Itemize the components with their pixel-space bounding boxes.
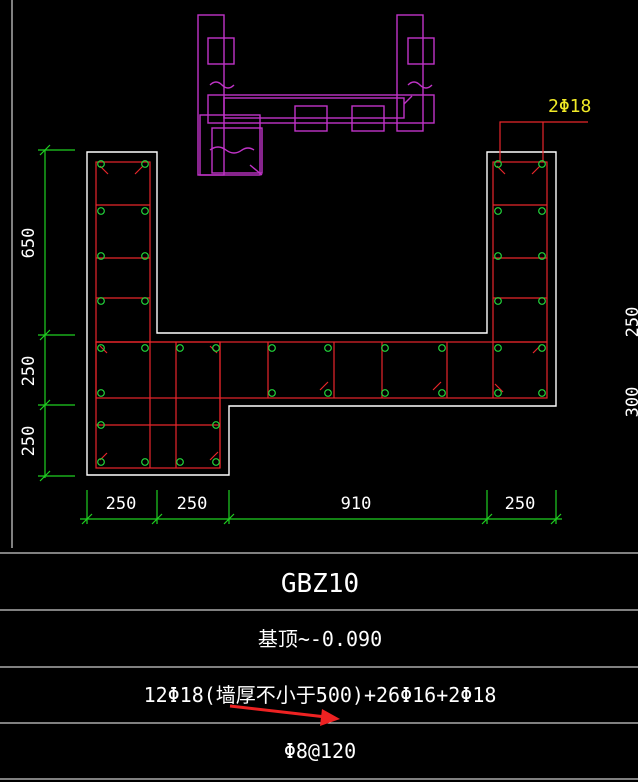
rebar-cages [95, 121, 588, 469]
dim-left-250-lower: 250 [19, 426, 39, 457]
rebar-point [494, 297, 502, 305]
rebar-point [538, 252, 546, 260]
rebar-point [97, 252, 105, 260]
rebar-point [176, 458, 184, 466]
dim-bottom-910: 910 [341, 494, 372, 514]
wall-section-outline [86, 151, 557, 476]
rebar-point [494, 160, 502, 168]
dim-right-250-partial: 250 [623, 307, 638, 338]
dim-left-250-upper: 250 [19, 356, 39, 387]
table-longitudinal-reinforcement: 12Φ18(墙厚不小于500)+26Φ16+2Φ18 [144, 683, 497, 707]
dim-bottom-250-c: 250 [505, 494, 536, 514]
rebar-point [538, 207, 546, 215]
rebar-point [538, 160, 546, 168]
dim-bottom-250-a: 250 [106, 494, 137, 514]
rebar-point [97, 207, 105, 215]
left-dimension-chain [38, 144, 75, 482]
rebar-point [324, 389, 332, 397]
rebar-point [141, 252, 149, 260]
callout-leader [499, 121, 588, 162]
table-title: GBZ10 [281, 569, 359, 599]
rebar-point [494, 207, 502, 215]
rebar-point [97, 421, 105, 429]
rebar-point [97, 344, 105, 352]
reference-rebar-detail [197, 14, 435, 176]
rebar-point [176, 344, 184, 352]
bottom-dimension-chain [80, 490, 562, 525]
rebar-point [97, 160, 105, 168]
rebar-point [141, 160, 149, 168]
rebar-point [141, 297, 149, 305]
callout-label: 2Φ18 [548, 96, 591, 117]
rebar-point [494, 252, 502, 260]
schedule-table-lines [0, 552, 638, 780]
rebar-point [381, 389, 389, 397]
rebar-point [141, 207, 149, 215]
rebar-point [494, 389, 502, 397]
rebar-point [538, 389, 546, 397]
rebar-point [438, 344, 446, 352]
rebar-point [212, 344, 220, 352]
rebar-point [494, 344, 502, 352]
rebar-point [97, 297, 105, 305]
rebar-point [141, 458, 149, 466]
rebar-point [381, 344, 389, 352]
annotation-arrow [229, 704, 340, 726]
dim-bottom-250-b: 250 [177, 494, 208, 514]
dim-right-300-partial: 300 [623, 387, 638, 418]
rebar-point [212, 421, 220, 429]
rebar-point [538, 297, 546, 305]
rebar-point [538, 344, 546, 352]
rebar-point [268, 389, 276, 397]
dim-left-650: 650 [19, 228, 39, 259]
rebar-point [141, 344, 149, 352]
rebar-point [268, 344, 276, 352]
rebar-point [97, 389, 105, 397]
rebar-point [97, 458, 105, 466]
table-elevation: 基顶~-0.090 [258, 627, 382, 651]
rebar-point [438, 389, 446, 397]
table-stirrup: Φ8@120 [284, 739, 356, 763]
rebar-point [212, 458, 220, 466]
rebar-points [97, 160, 546, 466]
rebar-point [324, 344, 332, 352]
